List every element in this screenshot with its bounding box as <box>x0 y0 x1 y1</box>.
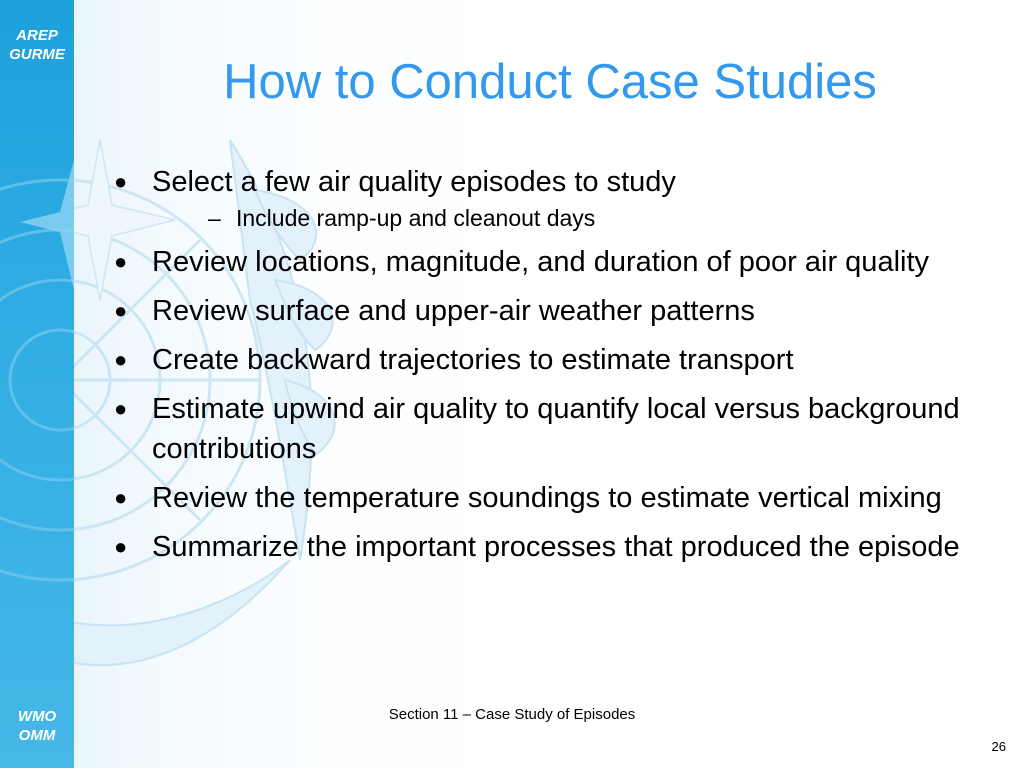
bullet-text: Estimate upwind air quality to quantify … <box>152 393 960 465</box>
logo-line-arep: AREP <box>16 27 58 44</box>
bullet-dot: ● <box>114 485 128 510</box>
left-color-band <box>0 0 262 768</box>
bullet-item: ● Estimate upwind air quality to quantif… <box>112 389 992 469</box>
bullet-item: ● Select a few air quality episodes to s… <box>112 162 992 233</box>
bullet-text: Create backward trajectories to estimate… <box>152 344 794 376</box>
bullet-text: Review surface and upper-air weather pat… <box>152 295 755 327</box>
bullet-item: ● Summarize the important processes that… <box>112 527 992 567</box>
sub-bullet-text: Include ramp-up and cleanout days <box>236 205 596 231</box>
bullet-item: ● Review locations, magnitude, and durat… <box>112 242 992 282</box>
bullet-item: ● Review surface and upper-air weather p… <box>112 291 992 331</box>
bullet-text: Review locations, magnitude, and duratio… <box>152 246 930 278</box>
arep-gurme-logo: AREP GURME <box>0 26 74 64</box>
band-emblem-overlay <box>0 160 262 582</box>
bullet-item: ● Review the temperature soundings to es… <box>112 478 992 518</box>
logo-line-wmo: WMO <box>17 708 57 725</box>
slide-title: How to Conduct Case Studies <box>223 55 877 109</box>
slide-footer: Section 11 – Case Study of Episodes <box>388 706 636 723</box>
bullet-text: Summarize the important processes that p… <box>152 531 960 563</box>
logo-line-omm: OMM <box>18 727 56 744</box>
bullet-dot: ● <box>114 169 128 194</box>
bullet-text: Select a few air quality episodes to stu… <box>152 166 676 198</box>
sub-bullet-dash: – <box>208 205 221 231</box>
bullet-text: Review the temperature soundings to esti… <box>152 482 942 514</box>
bullet-dot: ● <box>114 347 128 372</box>
logo-line-gurme: GURME <box>9 46 65 63</box>
bullet-list: ● Select a few air quality episodes to s… <box>112 162 992 576</box>
bullet-dot: ● <box>114 534 128 559</box>
bullet-dot: ● <box>114 249 128 274</box>
page-number: 26 <box>991 739 1006 754</box>
wmo-omm-logo: WMO OMM <box>0 707 74 745</box>
bullet-dot: ● <box>114 298 128 323</box>
sub-bullet-item: – Include ramp-up and cleanout days <box>152 203 992 233</box>
bullet-dot: ● <box>114 396 128 421</box>
bullet-item: ● Create backward trajectories to estima… <box>112 340 992 380</box>
